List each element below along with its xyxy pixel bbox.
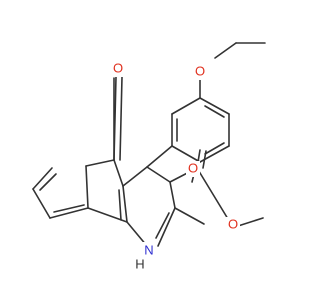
bond-1	[214, 42, 237, 59]
bond-13	[146, 166, 171, 183]
bond-6	[171, 145, 201, 163]
bond-21	[174, 207, 205, 225]
bond-3	[199, 97, 230, 115]
ester-oxygen-bg	[226, 217, 240, 233]
ether-oxygen-label: O	[195, 63, 205, 78]
bond-12	[146, 145, 173, 168]
ester-oxygen-label: O	[228, 216, 238, 231]
ketone-oxygen-bg	[111, 61, 125, 77]
bond-14	[169, 181, 176, 209]
bond-24	[85, 165, 89, 209]
bond-group	[32, 42, 266, 247]
nitrogen-bg	[142, 242, 156, 258]
bond-22	[113, 159, 124, 187]
nitrogen-label: N	[144, 242, 153, 257]
nitrogen-hydrogen-label: H	[135, 256, 144, 271]
bond-17	[122, 185, 128, 223]
ester-carbonyl-oxygen-bg	[186, 161, 200, 177]
bond-31	[49, 207, 89, 219]
bond-39	[237, 217, 264, 227]
bond-27	[113, 76, 117, 161]
bond-29	[32, 167, 53, 190]
bond-30	[32, 188, 51, 219]
bond-23	[85, 159, 115, 167]
ketone-oxygen-label: O	[113, 60, 123, 75]
bond-10	[204, 142, 225, 155]
bond-33	[53, 204, 85, 213]
bond-8	[171, 97, 201, 115]
ester-carbonyl-oxygen-label: O	[188, 160, 198, 175]
ether-oxygen-bg	[193, 64, 207, 80]
bond-28	[119, 76, 123, 161]
molecule-structure: O O O O N H	[32, 42, 266, 271]
bond-37	[202, 150, 207, 169]
bond-19	[155, 212, 170, 239]
bond-38	[196, 167, 229, 220]
bond-18	[122, 166, 148, 187]
bond-9	[204, 105, 225, 118]
bond-32	[39, 173, 57, 191]
structure-canvas: O O O O N H	[32, 42, 266, 272]
bond-15	[157, 207, 176, 247]
bond-20	[118, 189, 122, 221]
bond-25	[87, 207, 128, 223]
atom-label-group: O O O O N H	[111, 60, 240, 271]
